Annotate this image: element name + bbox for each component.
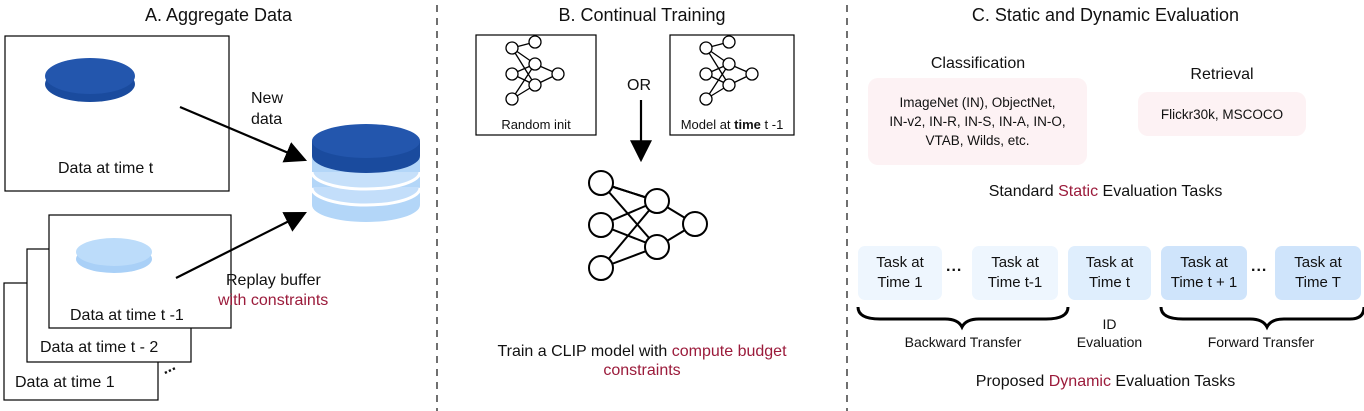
classification-line-2: IN-v2, IN-R, IN-S, IN-A, IN-O,: [889, 114, 1066, 129]
task-ellipsis-back: ...: [946, 258, 963, 275]
id-eval-label-2: Evaluation: [1076, 334, 1143, 350]
retrieval-title: Retrieval: [1190, 66, 1254, 83]
task-T-line2: Time T: [1295, 274, 1341, 291]
static-accent: Static: [1058, 183, 1099, 200]
classification-pill: ImageNet (IN), ObjectNet, IN-v2, IN-R, I…: [868, 78, 1087, 165]
section-c-title: C. Static and Dynamic Evaluation: [971, 5, 1240, 25]
database-light-icon: [76, 238, 152, 273]
forward-transfer-label: Forward Transfer: [1207, 334, 1315, 350]
model-prev-label: Model at time t -1: [670, 117, 794, 132]
static-suffix: Evaluation Tasks: [1098, 183, 1223, 200]
train-caption-accent: compute budget: [671, 343, 787, 360]
task-t-plus-1-line2: Time t + 1: [1170, 274, 1238, 291]
section-b-title: B. Continual Training: [558, 5, 726, 25]
task-1-line1: Task at: [876, 254, 924, 271]
replay-constraints-label: with constraints: [218, 292, 329, 309]
task-1-line2: Time 1: [877, 274, 923, 291]
task-time-t: Task at Time t: [1068, 246, 1151, 300]
section-a-title: A. Aggregate Data: [144, 5, 293, 25]
replay-arrow: [175, 212, 307, 279]
retrieval-pill: Flickr30k, MSCOCO: [1138, 92, 1306, 136]
task-t-plus-1-line1: Task at: [1180, 254, 1228, 271]
classification-title: Classification: [930, 55, 1026, 72]
task-time-t-plus-1: Task at Time t + 1: [1161, 246, 1247, 300]
database-combined-icon: [312, 124, 420, 222]
task-t-line2: Time t: [1088, 274, 1131, 291]
task-time-t-minus-1: Task at Time t-1: [972, 246, 1058, 300]
new-data-label-2: data: [251, 111, 283, 128]
forward-brace: [1159, 306, 1364, 331]
model-prev-suffix: t -1: [760, 117, 784, 132]
train-caption-line1: Train a CLIP model with compute budget: [437, 343, 847, 361]
classification-line-3: VTAB, Wilds, etc.: [925, 133, 1030, 148]
static-prefix: Standard: [988, 183, 1059, 200]
or-label: OR: [627, 77, 651, 94]
task-time-T: Task at Time T: [1275, 246, 1361, 300]
retrieval-body: Flickr30k, MSCOCO: [1160, 106, 1284, 122]
new-data-label-1: New: [251, 90, 284, 107]
random-init-label: Random init: [501, 117, 571, 132]
model-prev-prefix: Model at: [680, 117, 735, 132]
task-t-line1: Task at: [1085, 254, 1134, 271]
data-1-label: Data at time 1: [15, 374, 115, 391]
replay-buffer-label: Replay buffer: [226, 272, 321, 289]
data-t-minus-2-label: Data at time t - 2: [40, 339, 159, 356]
model-prev-bold: time: [734, 117, 761, 132]
task-t-minus-1-line2: Time t-1: [987, 274, 1043, 291]
task-t-minus-1-line1: Task at: [991, 254, 1039, 271]
database-dark-icon: [45, 58, 135, 102]
task-ellipsis-forward: ...: [1251, 258, 1268, 275]
neural-network-small-icon: [699, 35, 759, 106]
neural-network-large-icon: [588, 170, 708, 281]
backward-transfer-label: Backward Transfer: [904, 334, 1022, 350]
dynamic-accent: Dynamic: [1048, 373, 1111, 390]
neural-network-small-icon: [505, 35, 565, 106]
dynamic-tasks-caption: Proposed Dynamic Evaluation Tasks: [847, 373, 1364, 391]
train-caption-prefix: Train a CLIP model with: [497, 343, 672, 360]
classification-line-1: ImageNet (IN), ObjectNet,: [899, 95, 1056, 110]
backward-brace: [856, 306, 1070, 331]
train-caption-line2: constraints: [603, 362, 681, 379]
new-data-arrow: [179, 105, 308, 163]
id-eval-label-1: ID: [1102, 316, 1117, 332]
dynamic-prefix: Proposed: [975, 373, 1049, 390]
data-t-minus-1-label: Data at time t -1: [70, 307, 184, 324]
task-T-line1: Task at: [1294, 254, 1342, 271]
dynamic-suffix: Evaluation Tasks: [1110, 373, 1236, 390]
data-t-label: Data at time t: [58, 160, 154, 177]
task-time-1: Task at Time 1: [858, 246, 942, 300]
static-tasks-caption: Standard Static Evaluation Tasks: [847, 183, 1364, 201]
data-t-minus-1-box: [48, 214, 232, 329]
